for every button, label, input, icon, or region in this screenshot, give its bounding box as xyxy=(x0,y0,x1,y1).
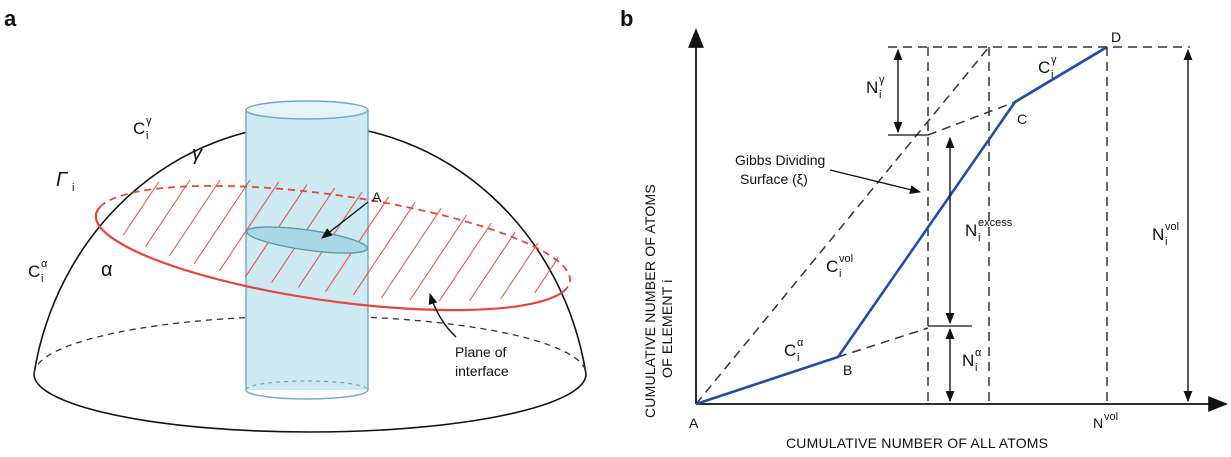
plane-label-line2: interface xyxy=(455,363,509,379)
panel-a: a xyxy=(4,6,587,433)
label-c-gamma-sup: γ xyxy=(146,115,152,127)
c-gamma-sup: γ xyxy=(1051,54,1057,66)
N-gamma-sup: γ xyxy=(879,74,885,86)
gibbs-label-line1: Gibbs Dividing xyxy=(735,152,825,168)
label-alpha-region: α xyxy=(101,259,113,281)
label-Gamma: Γ xyxy=(56,169,69,191)
profile-upper-segment xyxy=(1014,45,1108,104)
gibbs-label-line2: Surface (ξ) xyxy=(740,171,808,187)
panel-b: b CUMULATIVE NUMBER OF ATOMS OF ELEMENT … xyxy=(620,6,1228,451)
c-alpha-sup: α xyxy=(797,337,804,349)
label-point-A: A xyxy=(372,189,382,205)
dashed-guides xyxy=(695,46,1190,405)
point-C: C xyxy=(1017,111,1027,127)
label-c-alpha-main: C xyxy=(28,262,40,281)
label-Gamma-sub: i xyxy=(72,182,74,194)
c-alpha-sub: i xyxy=(797,352,799,364)
N-alpha-sup: α xyxy=(975,347,982,359)
label-c-gamma-sub: i xyxy=(146,130,148,142)
N-vol-sub: i xyxy=(1165,236,1167,248)
x-axis-title: CUMULATIVE NUMBER OF ALL ATOMS xyxy=(786,435,1048,451)
arrow-to-plane xyxy=(428,292,457,338)
point-B: B xyxy=(843,362,852,378)
label-c-alpha-sup: α xyxy=(41,258,48,270)
N-alpha-sub: i xyxy=(975,362,977,374)
hemisphere-base-front xyxy=(33,373,587,433)
N-gamma-main: N xyxy=(866,78,878,97)
N-alpha-main: N xyxy=(962,351,974,370)
c-gamma-sub: i xyxy=(1051,69,1053,81)
cylinder-plane-intersection xyxy=(245,226,369,254)
label-c-gamma-main: C xyxy=(133,119,145,138)
panel-a-letter: a xyxy=(4,6,17,31)
arrow-gibbs xyxy=(829,169,922,194)
x-tick-Nvol-main: N xyxy=(1093,415,1103,431)
c-alpha-main: C xyxy=(784,341,796,360)
arrow-to-A xyxy=(321,201,369,239)
x-tick-Nvol-sup: vol xyxy=(1104,411,1118,423)
N-excess-sub: i xyxy=(978,232,980,244)
point-D: D xyxy=(1111,29,1121,45)
c-vol-main: C xyxy=(826,257,838,276)
panel-b-letter: b xyxy=(620,6,633,31)
point-A: A xyxy=(689,415,699,431)
N-gamma-sub: i xyxy=(879,89,881,101)
label-c-alpha-sub: i xyxy=(41,273,43,285)
N-excess-main: N xyxy=(965,221,977,240)
plane-label-line1: Plane of xyxy=(455,344,506,360)
c-vol-sub: i xyxy=(839,268,841,280)
N-excess-sup: excess xyxy=(978,217,1013,229)
profile-line xyxy=(695,45,1108,406)
y-axis-title-line2: OF ELEMENT i xyxy=(659,279,675,378)
c-gamma-main: C xyxy=(1038,58,1050,77)
N-vol-sup: vol xyxy=(1165,221,1179,233)
label-gamma-region: γ xyxy=(192,143,203,165)
c-vol-sup: vol xyxy=(839,253,853,265)
y-axis-title-line1: CUMULATIVE NUMBER OF ATOMS xyxy=(642,184,658,418)
N-vol-main: N xyxy=(1152,225,1164,244)
